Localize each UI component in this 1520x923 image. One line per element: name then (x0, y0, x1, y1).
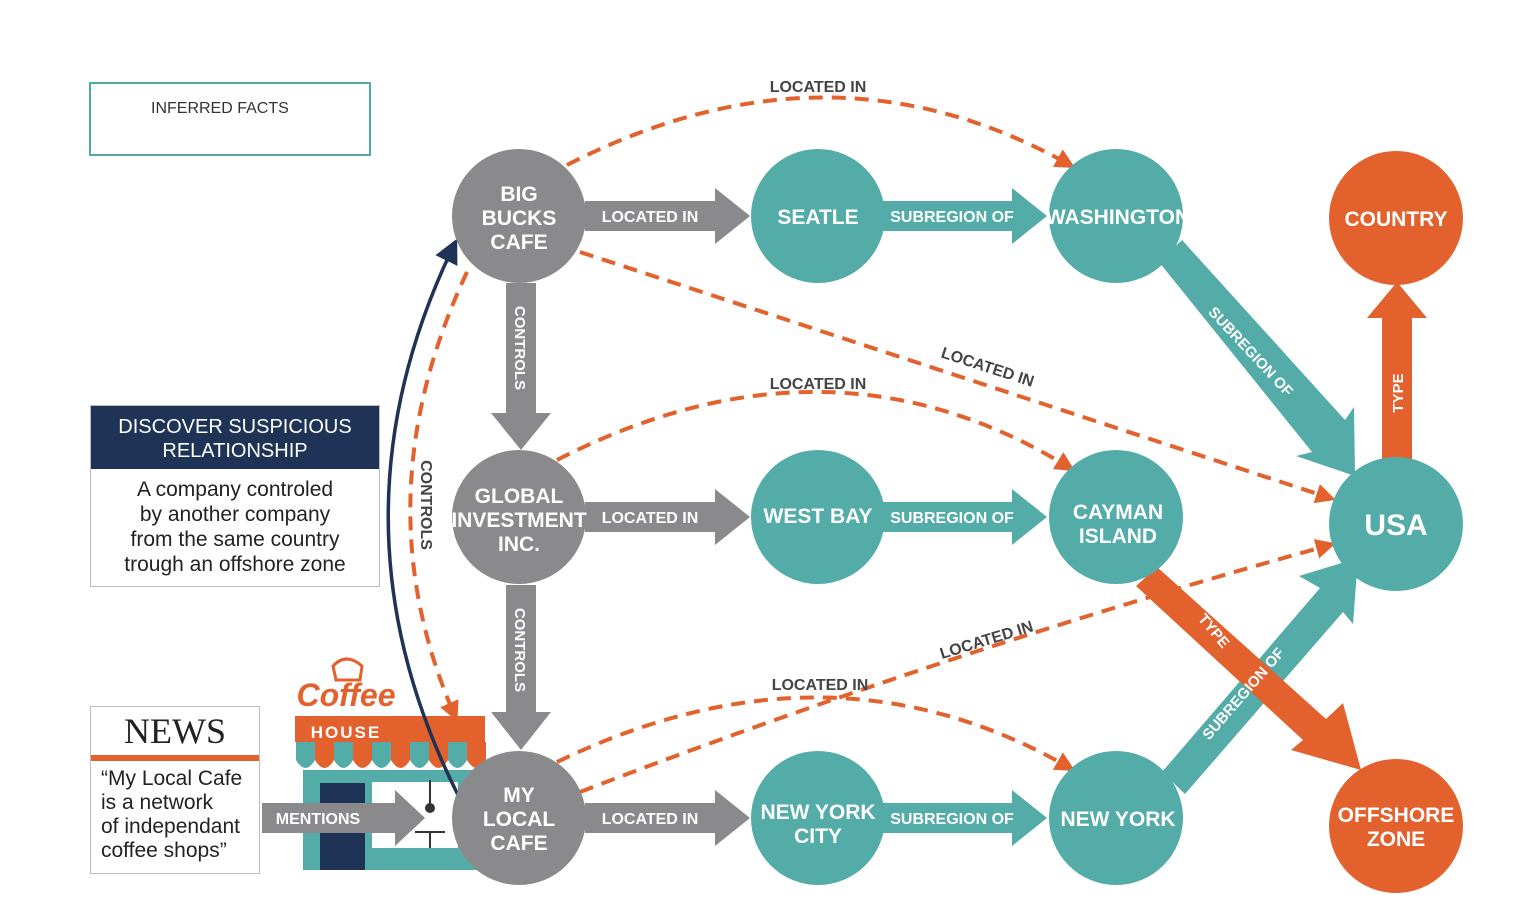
edge-label-located-in: LOCATED IN (602, 209, 699, 226)
inferred-label-located-in: LOCATED IN (770, 79, 867, 96)
discover-body-line: A company controled (136, 478, 334, 501)
coffee-shop-illustration: Coffee HOUSE (295, 657, 486, 870)
discover-title-line: RELATIONSHIP (162, 440, 308, 462)
shop-logo-sub: HOUSE (311, 723, 381, 742)
discover-body-line: by another company (139, 503, 331, 526)
subregion-edges (882, 188, 1358, 846)
svg-text:OFFSHORE: OFFSHORE (1338, 804, 1455, 827)
shop-logo-word: Coffee (297, 677, 396, 713)
discover-body-line: trough an offshore zone (124, 553, 346, 576)
discover-title-line: DISCOVER SUSPICIOUS (118, 416, 352, 438)
legend-box: INFERRED FACTS (89, 82, 371, 156)
edge-label-controls: CONTROLS (511, 306, 528, 390)
edge-label-mentions: MENTIONS (276, 811, 361, 828)
edge-label-subregion-of: SUBREGION OF (890, 510, 1014, 527)
edge-label-controls: CONTROLS (511, 608, 528, 692)
edge-label-located-in: LOCATED IN (602, 510, 699, 527)
node-cayman-island[interactable]: CAYMAN ISLAND (1049, 450, 1183, 584)
awning-stripe (448, 742, 467, 768)
svg-text:CAYMAN: CAYMAN (1073, 501, 1163, 524)
awning-stripe (410, 742, 429, 768)
svg-text:GLOBAL: GLOBAL (475, 485, 564, 508)
news-quote-line: of independant (101, 815, 240, 838)
edge-mylocal-nyc (585, 790, 750, 846)
news-quote-line: is a network (101, 791, 214, 814)
news-card: NEWS “My Local Cafe is a network of inde… (90, 706, 260, 874)
svg-text:COUNTRY: COUNTRY (1344, 208, 1447, 231)
node-new-york-city[interactable]: NEW YORK CITY (751, 751, 885, 885)
svg-text:CAFE: CAFE (490, 832, 547, 855)
svg-text:LOCAL: LOCAL (483, 808, 555, 831)
news-title: NEWS (124, 711, 226, 751)
coffee-cup-icon (331, 657, 364, 682)
awning-stripe (391, 742, 410, 768)
discover-title: DISCOVER SUSPICIOUS RELATIONSHIP (91, 406, 379, 469)
awning-stripe (353, 742, 372, 768)
node-new-york[interactable]: NEW YORK (1049, 751, 1183, 885)
edge-news-mentions (262, 790, 425, 846)
inferred-label-located-in: LOCATED IN (770, 376, 867, 393)
svg-text:WASHINGTON: WASHINGTON (1046, 206, 1190, 229)
node-usa[interactable]: USA (1329, 457, 1463, 591)
edge-label-located-in: LOCATED IN (602, 811, 699, 828)
discover-panel: DISCOVER SUSPICIOUS RELATIONSHIP A compa… (90, 405, 380, 587)
svg-text:MY: MY (503, 784, 535, 807)
edge-label-type: TYPE (1390, 373, 1407, 412)
news-quote-line: “My Local Cafe (101, 767, 243, 790)
node-seatle[interactable]: SEATLE (751, 149, 885, 283)
inferred-label-located-in: LOCATED IN (938, 618, 1035, 662)
inferred-edges (108, 95, 1336, 794)
news-divider (91, 755, 259, 761)
awning-stripe (296, 742, 315, 768)
controls-edges (262, 188, 750, 846)
discover-body-line: from the same country (130, 528, 340, 551)
news-quote-line: coffee shops” (101, 839, 227, 862)
legend-label: INFERRED FACTS (151, 100, 289, 117)
node-country[interactable]: COUNTRY (1329, 151, 1463, 285)
svg-text:CAFE: CAFE (490, 231, 547, 254)
svg-text:NEW YORK: NEW YORK (1060, 808, 1175, 831)
svg-text:BUCKS: BUCKS (482, 207, 557, 230)
node-west-bay[interactable]: WEST BAY (751, 450, 885, 584)
edge-global-westbay (585, 489, 750, 545)
svg-text:INC.: INC. (498, 533, 540, 556)
awning-stripe (467, 742, 486, 768)
svg-text:ZONE: ZONE (1367, 828, 1425, 851)
svg-text:NEW YORK: NEW YORK (760, 801, 875, 824)
svg-text:WEST BAY: WEST BAY (764, 505, 873, 528)
node-big-bucks-cafe[interactable]: BIG BUCKS CAFE (452, 149, 586, 283)
svg-text:SEATLE: SEATLE (777, 206, 858, 229)
awning-stripe (334, 742, 353, 768)
edge-label-subregion-of: SUBREGION OF (890, 811, 1014, 828)
svg-text:USA: USA (1364, 509, 1427, 542)
inferred-label-located-in: LOCATED IN (939, 345, 1036, 391)
node-offshore-zone[interactable]: OFFSHORE ZONE (1329, 759, 1463, 893)
inferred-label-located-in: LOCATED IN (772, 677, 869, 694)
svg-text:BIG: BIG (500, 183, 537, 206)
node-global-investment[interactable]: GLOBAL INVESTMENT INC. (451, 450, 587, 584)
edge-label-subregion-of: SUBREGION OF (890, 209, 1014, 226)
edge-global-mylocal (491, 585, 551, 750)
discover-description: A company controled by another company f… (91, 469, 379, 577)
awning-stripe (372, 742, 391, 768)
awning-stripe (315, 742, 334, 768)
node-my-local-cafe[interactable]: MY LOCAL CAFE (452, 751, 586, 885)
node-washington[interactable]: WASHINGTON (1046, 149, 1190, 283)
discover-arc (386, 238, 460, 796)
edge-label-controls: CONTROLS (417, 460, 434, 550)
edge-bigbucks-seatle (585, 188, 750, 244)
type-edges (1136, 282, 1427, 770)
svg-text:INVESTMENT: INVESTMENT (451, 509, 587, 532)
svg-text:CITY: CITY (794, 825, 842, 848)
edge-bigbucks-global (491, 283, 551, 450)
news-quote: “My Local Cafe is a network of independa… (91, 761, 259, 863)
svg-text:ISLAND: ISLAND (1079, 525, 1157, 548)
